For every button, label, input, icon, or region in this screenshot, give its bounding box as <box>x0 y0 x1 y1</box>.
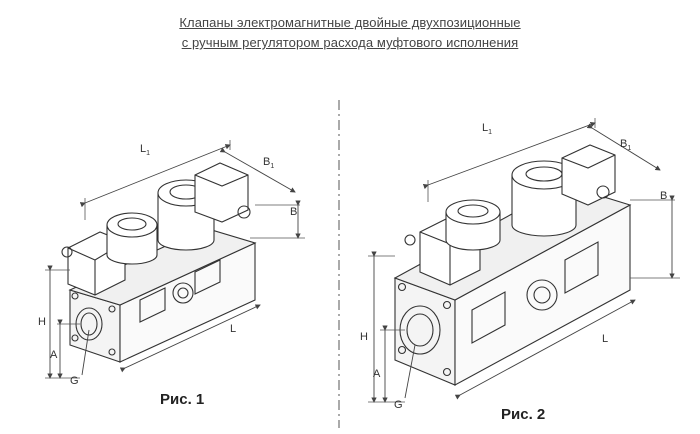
fig1-inlet-inner <box>80 312 98 336</box>
fig1-label-B1: B1 <box>263 156 274 170</box>
fig2-label-H: H <box>360 331 368 343</box>
fig1-label-A: A <box>50 349 58 361</box>
figure-2-drawing <box>368 118 680 403</box>
fig2-label-L: L <box>602 333 608 345</box>
fig2-label-B: B <box>660 190 667 202</box>
fig2-label-A: A <box>373 368 381 380</box>
fig2-label-L1: L1 <box>482 122 492 136</box>
fig1-label-L1: L1 <box>140 143 150 157</box>
title-line-2: с ручным регулятором расхода муфтового и… <box>181 35 519 50</box>
fig2-label-B1: B1 <box>620 138 631 152</box>
figure-1-caption: Рис. 1 <box>160 391 205 408</box>
fig2-inlet-inner <box>406 313 434 347</box>
title-line-1: Клапаны электромагнитные двойные двухпоз… <box>179 15 521 30</box>
figure-2-caption: Рис. 2 <box>501 406 546 423</box>
fig1-body-top <box>68 227 257 306</box>
fig2-label-G: G <box>394 399 403 411</box>
fig1-label-H: H <box>38 316 46 328</box>
fig1-label-L: L <box>230 323 236 335</box>
fig1-label-B: B <box>290 206 297 218</box>
fig1-regulator <box>172 282 194 304</box>
fig1-label-G: G <box>70 375 79 387</box>
figure-1-drawing <box>45 140 305 379</box>
fig2-coil-2 <box>511 175 577 237</box>
